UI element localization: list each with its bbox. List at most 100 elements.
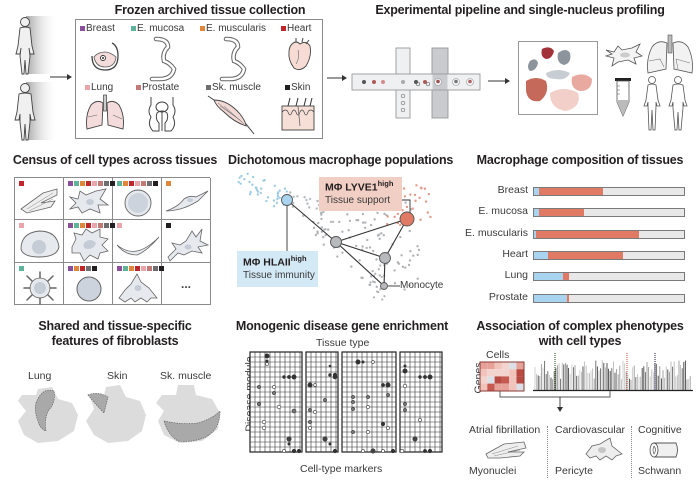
- tissue-swatch: [129, 265, 134, 271]
- donor-figures-icon: [14, 16, 58, 141]
- bar-label: E. mucosa: [478, 205, 528, 218]
- cell-point: [375, 258, 378, 261]
- cell-point: [423, 187, 427, 190]
- cell-point: [403, 288, 406, 291]
- cell-point: [248, 193, 252, 196]
- bar-segment-m-lyve1-high: [538, 188, 603, 195]
- bar-label: E. muscularis: [464, 226, 528, 239]
- cell-type-tile: [64, 220, 115, 263]
- tissue-label-sk-muscle: Sk. muscle: [206, 82, 261, 93]
- cell-type-grid: ...: [14, 177, 211, 305]
- tissue-block: [305, 351, 339, 453]
- tissue-swatches: [19, 265, 24, 271]
- cell-point: [377, 233, 381, 236]
- enrichment-dot: [427, 374, 433, 380]
- cell-point: [255, 188, 258, 191]
- cell-point: [405, 205, 409, 209]
- heatmap-cell: [480, 362, 488, 370]
- cell-point: [400, 254, 403, 257]
- cell-point: [416, 245, 419, 248]
- myocyte-cell-icon: [20, 188, 58, 214]
- complex-phenotypes-title-line2: with cell types: [538, 334, 622, 348]
- cell-point: [237, 180, 240, 184]
- tissue-swatch: [110, 223, 115, 229]
- tissue-swatches: [68, 181, 115, 186]
- arrow-right-icon: [488, 78, 510, 84]
- cell-point: [415, 184, 418, 187]
- enrichment-dot: [276, 404, 282, 410]
- enrichment-dot: [423, 375, 427, 379]
- macrophage-cell-icon: [71, 228, 109, 262]
- cell-point: [383, 212, 386, 216]
- cell-point: [426, 211, 429, 214]
- enrichment-dot: [403, 408, 407, 412]
- cell-point: [285, 190, 289, 193]
- monocyte-label: Monocyte: [400, 280, 444, 291]
- cell-type-tile: [15, 262, 64, 305]
- bar-segment-other: [622, 251, 684, 259]
- hlaii-label-box: MΦ HLAIIhigh Tissue immunity: [237, 251, 318, 287]
- cell-point: [308, 206, 311, 209]
- cell-point: [407, 263, 411, 267]
- enrichment-dot: [328, 442, 332, 446]
- cell-point: [361, 245, 364, 248]
- cell-point: [355, 244, 358, 248]
- divider: [547, 426, 548, 478]
- cell-point: [404, 266, 407, 269]
- heart-organ-icon: [288, 37, 311, 71]
- sample-tube-icon: [615, 78, 631, 118]
- enrichment-dot: [328, 364, 332, 368]
- tissue-swatch: [159, 265, 164, 271]
- enrichment-dot: [307, 382, 313, 388]
- tissue-block: [341, 351, 397, 453]
- cell-point: [408, 259, 412, 262]
- enrichment-dot: [256, 401, 262, 407]
- trajectory-edge: [335, 241, 385, 287]
- bar-segment-m-hlaii-high: [534, 273, 563, 281]
- esophagus-muscularis-icon: [219, 36, 247, 82]
- enrichment-dot: [272, 385, 276, 389]
- heatmap-cell: [516, 383, 524, 391]
- phenotype-cardiovascular: Cardiovascular: [555, 424, 626, 436]
- tissue-label-lung: Lung: [85, 82, 113, 93]
- cell-point: [319, 211, 323, 215]
- cell-point: [266, 196, 270, 199]
- cell-point: [358, 259, 361, 262]
- tissue-swatches: [68, 265, 97, 271]
- thin-spindle-cell-icon: [116, 237, 160, 256]
- branch-node: [330, 236, 342, 248]
- fibroblast-label-lung: Lung: [28, 370, 52, 382]
- enrichment-dot: [402, 383, 408, 389]
- cell-type-tile: [64, 262, 113, 305]
- cell-point: [414, 199, 417, 203]
- tissue-swatch: [86, 265, 91, 271]
- skin-organ-icon: [281, 97, 315, 131]
- enrichment-dot: [282, 449, 286, 453]
- smooth-muscle-cell-icon: [165, 190, 209, 212]
- cell-pericyte: Pericyte: [555, 465, 593, 477]
- tissue-swatches: [117, 181, 158, 186]
- heatmap-cell: [516, 362, 524, 370]
- tissue-swatch: [117, 265, 122, 271]
- tissue-swatch: [92, 181, 97, 186]
- enrichment-dot: [351, 407, 355, 411]
- cell-point: [303, 195, 306, 199]
- tissue-swatch: [117, 181, 122, 186]
- heatmap-cell: [487, 383, 495, 391]
- trajectory-edge: [286, 199, 337, 243]
- enrichment-dot: [332, 374, 338, 380]
- bar-segment-m-hlaii-high: [534, 209, 539, 217]
- cell-point: [393, 282, 397, 285]
- tissue-swatch: [166, 181, 171, 186]
- cell-point: [346, 213, 349, 216]
- cell-point: [399, 235, 402, 239]
- tissue-swatches: [68, 223, 115, 229]
- stacked-bar: [533, 272, 685, 282]
- enrichment-dot: [313, 410, 317, 414]
- cell-point: [378, 237, 381, 241]
- tissue-collection-title: Frozen archived tissue collection: [114, 3, 306, 17]
- pipeline-title: Experimental pipeline and single-nucleus…: [375, 3, 665, 17]
- cell-point: [409, 193, 412, 196]
- enrichment-dot: [308, 426, 312, 430]
- cell-point: [320, 217, 323, 221]
